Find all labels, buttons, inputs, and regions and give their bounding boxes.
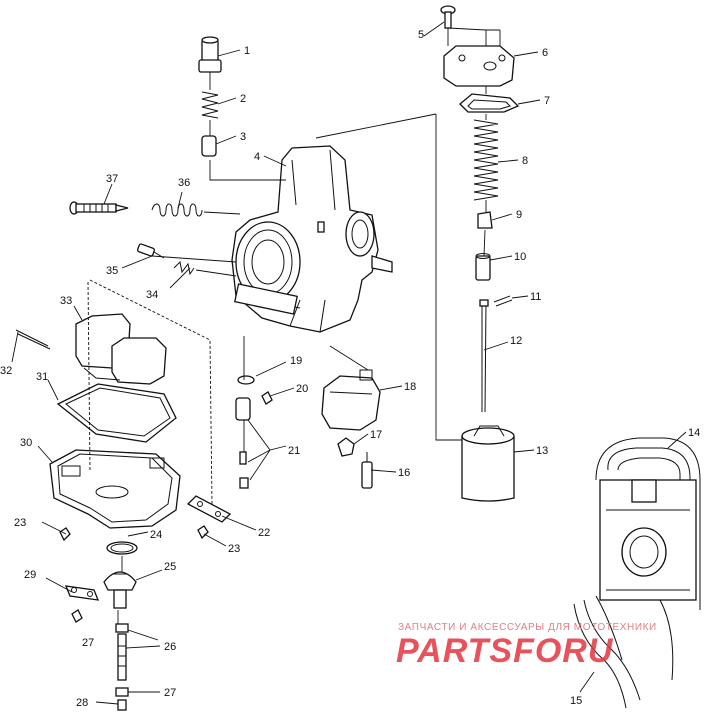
- part-26-jet: [117, 633, 127, 681]
- part-3-plunger: [201, 135, 217, 157]
- part-14-hose-assembly: [573, 437, 701, 709]
- part-27-washer-lower: [115, 687, 129, 697]
- part-24-o-ring: [106, 541, 138, 555]
- part-7-gasket: [459, 93, 520, 113]
- part-12-jet-needle: [479, 299, 489, 413]
- callout-15: 15: [570, 695, 582, 707]
- callout-21: 21: [288, 445, 300, 457]
- part-25-drain-plug: [103, 571, 137, 609]
- part-16-pin: [361, 452, 373, 489]
- part-1-fitting: [198, 36, 222, 73]
- callout-28: 28: [76, 697, 88, 709]
- callout-labels: 1 2 3 4 5 6 7 8 9 10 11 12 13 14 15 16 1…: [0, 29, 700, 709]
- callout-24: 24: [150, 529, 162, 541]
- part-9-retainer: [477, 211, 493, 229]
- part-8-spring: [473, 119, 499, 201]
- part-5-screw: [440, 5, 456, 29]
- part-13-throttle-valve: [461, 425, 515, 502]
- part-37-screw: [69, 201, 129, 215]
- callout-12: 12: [510, 335, 522, 347]
- callout-34: 34: [146, 289, 158, 301]
- part-23-screw-right: [197, 525, 209, 540]
- callout-6: 6: [542, 47, 548, 59]
- callout-18: 18: [404, 381, 416, 393]
- callout-3: 3: [240, 131, 246, 143]
- part-31-gasket: [56, 383, 177, 443]
- part-32-pin: [15, 329, 51, 350]
- callout-19: 19: [290, 355, 302, 367]
- callout-26: 26: [164, 641, 176, 653]
- callout-1: 1: [244, 45, 250, 57]
- watermark-caption: ЗАПЧАСТИ И АКСЕССУАРЫ ДЛЯ МОТОТЕХНИКИ: [398, 622, 657, 633]
- callout-37: 37: [106, 173, 118, 185]
- part-35-jet: [137, 243, 165, 259]
- callout-11: 11: [530, 291, 541, 303]
- callout-9: 9: [516, 209, 522, 221]
- carburetor-body: [231, 145, 393, 333]
- part-30-float-bowl: [49, 449, 181, 529]
- callout-31: 31: [36, 371, 48, 383]
- part-11-clip: [493, 295, 513, 307]
- part-6-cap: [443, 45, 515, 87]
- part-36-spring: [151, 203, 203, 217]
- callout-2: 2: [240, 93, 246, 105]
- part-33-float: [75, 313, 167, 385]
- callout-4: 4: [254, 151, 260, 163]
- part-22-bracket: [186, 495, 232, 523]
- callout-7: 7: [544, 95, 550, 107]
- part-34-spring: [173, 260, 195, 276]
- part-20-screw: [261, 391, 273, 405]
- callout-35: 35: [106, 265, 118, 277]
- part-17-nut: [337, 437, 355, 457]
- callout-13: 13: [536, 445, 548, 457]
- callout-20: 20: [296, 383, 308, 395]
- callout-10: 10: [514, 251, 526, 263]
- part-29-bracket: [64, 585, 100, 601]
- part-21-needle-jet: [235, 397, 251, 489]
- watermark-logo: PARTSFORU: [396, 632, 614, 670]
- callout-33: 33: [60, 295, 72, 307]
- part-19-clip: [237, 375, 255, 385]
- leader-lines: [11, 21, 687, 705]
- callout-23-right: 23: [228, 543, 240, 555]
- part-27-washer-upper: [71, 609, 129, 633]
- callout-25: 25: [164, 561, 176, 573]
- callout-27-upper: 27: [82, 637, 94, 649]
- callout-22: 22: [258, 527, 270, 539]
- part-10-holder: [475, 253, 491, 281]
- callout-36: 36: [178, 177, 190, 189]
- callout-27-lower: 27: [164, 687, 176, 699]
- callout-16: 16: [398, 467, 410, 479]
- callout-14: 14: [688, 427, 700, 439]
- callout-30: 30: [20, 437, 32, 449]
- callout-29: 29: [24, 569, 36, 581]
- callout-5: 5: [418, 29, 424, 41]
- callout-32: 32: [0, 365, 12, 377]
- callout-8: 8: [522, 155, 528, 167]
- callout-23-left: 23: [14, 517, 26, 529]
- part-18-cap: [321, 369, 381, 431]
- part-2-spring: [201, 91, 219, 119]
- callout-17: 17: [370, 429, 382, 441]
- part-28-screw: [117, 699, 127, 711]
